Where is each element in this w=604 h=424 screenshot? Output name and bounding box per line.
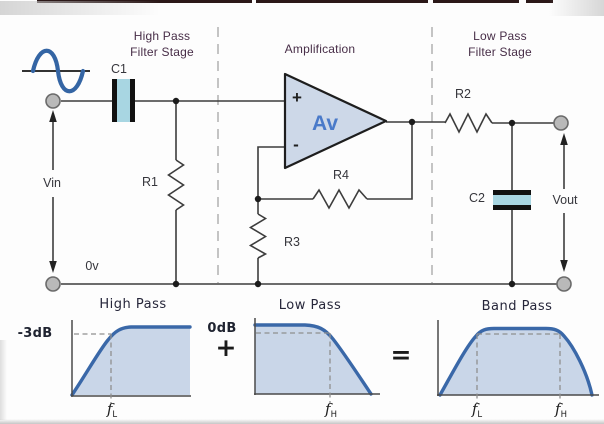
opamp-minus-input-label: - [293,135,299,154]
vin-arrow [49,110,57,273]
cropped-header-remnant [256,0,428,3]
circuit-wires [61,100,557,285]
label-r1: R1 [142,175,158,189]
resistor-r1 [167,159,185,211]
low-pass-plot-title: Low Pass [278,298,342,313]
label-c1: C1 [111,62,127,76]
f-symbol: f [555,400,561,418]
equals-operator: = [390,340,412,369]
cropped-header-remnant [433,0,519,3]
high-pass-response-plot [70,320,192,404]
opamp-triangle [283,72,388,170]
label-ground-0v: 0v [85,259,99,273]
label-r2: R2 [455,87,471,101]
0db-label: 0dB [207,321,237,336]
minus-3db-label: -3dB [17,326,53,341]
f-subscript: L [112,410,118,420]
plus-operator: + [215,333,237,362]
low-pass-stage-title-line2: Filter Stage [468,45,532,59]
f-subscript: H [330,410,337,420]
f-symbol: f [325,400,331,418]
high-pass-stage-title-line2: Filter Stage [130,45,194,59]
capacitor-c2 [493,190,531,210]
high-pass-fl-label: fL [107,401,117,420]
capacitor-c1 [112,79,135,122]
resistor-r3 [248,213,268,259]
band-pass-plot-title: Band Pass [481,299,553,314]
cropped-header-remnant [526,0,553,3]
resistor-r2 [444,112,493,134]
junction-dots [172,97,516,288]
label-vout: Vout [552,193,578,207]
f-symbol: f [471,400,478,418]
high-pass-stage-title-line1: High Pass [133,29,191,43]
sine-wave-icon [22,48,90,94]
opamp-plus-input-label: + [292,88,302,107]
opamp-gain-label: Av [311,112,339,135]
low-pass-response-plot [253,318,380,403]
amplification-stage-title: Amplification [284,42,356,56]
f-subscript: H [560,410,567,420]
high-pass-plot-title: High Pass [99,297,167,312]
resistor-r4 [312,188,368,210]
label-c2: C2 [469,191,485,205]
stage-divider-lines [217,27,433,283]
band-pass-fl-label: fL [472,401,482,420]
band-pass-response-plot [437,320,599,403]
label-r4: R4 [333,168,349,182]
low-pass-stage-title-line1: Low Pass [473,29,527,43]
band-pass-fh-label: fH [555,401,567,420]
f-subscript: L [477,410,483,420]
f-symbol: f [106,400,113,418]
label-vin: Vin [43,176,61,190]
vout-arrow [560,133,568,272]
label-r3: R3 [284,235,300,249]
low-pass-fh-label: fH [325,401,337,420]
terminal-circles [45,93,572,292]
